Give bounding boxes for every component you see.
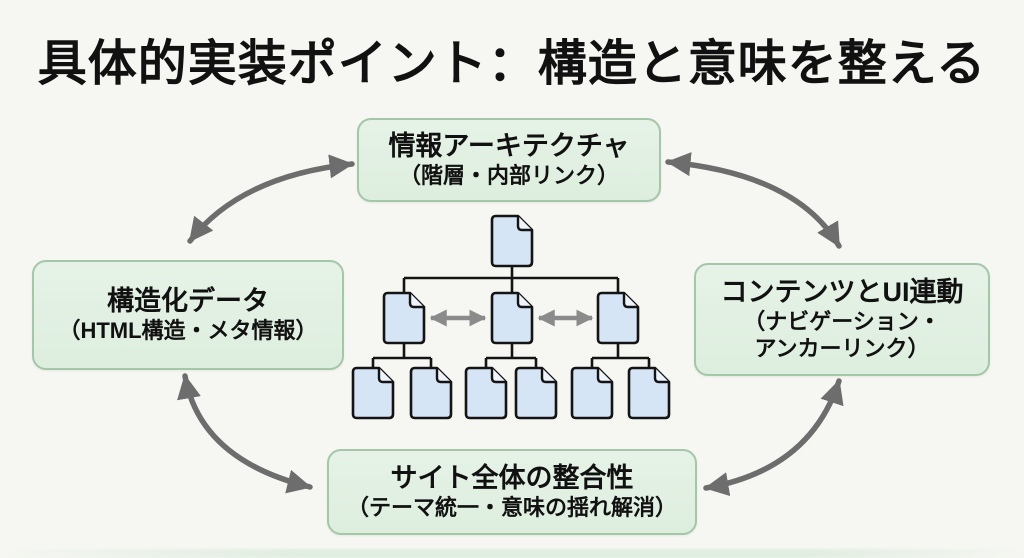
document-icon [490, 214, 534, 268]
node-information-architecture: 情報アーキテクチャ （階層・内部リンク） [357, 118, 661, 202]
node-subtitle: （HTML構造・メタ情報） [58, 318, 318, 344]
bottom-tint-band [0, 549, 1024, 558]
cycle-arrows [177, 152, 844, 497]
node-structured-data: 構造化データ （HTML構造・メタ情報） [32, 260, 344, 370]
slide-title: 具体的実装ポイント：構造と意味を整える [37, 37, 987, 91]
document-icon [464, 366, 508, 420]
document-icons [351, 214, 671, 420]
arrow-top-left [187, 154, 355, 244]
node-title: コンテンツとUI連動 [720, 277, 964, 308]
node-subtitle: アンカーリンク） [754, 335, 930, 361]
node-content-ui-link: コンテンツとUI連動 （ナビゲーション・ アンカーリンク） [694, 263, 990, 376]
node-title: 構造化データ [107, 286, 269, 317]
document-icon [490, 291, 534, 345]
node-title: 情報アーキテクチャ [388, 131, 630, 162]
node-subtitle: （テーマ統一・意味の揺れ解消） [346, 495, 677, 521]
arrow-top-right [665, 152, 842, 249]
document-icon [627, 366, 671, 420]
arrow-bottom-right [703, 378, 844, 497]
document-icon [570, 366, 614, 420]
node-subtitle: （ナビゲーション・ [743, 309, 941, 335]
document-icon [382, 291, 426, 345]
document-icon [409, 366, 453, 420]
arrow-bottom-left [177, 373, 313, 494]
document-icon [596, 291, 640, 345]
tree-connectors [371, 266, 651, 368]
node-title: サイト全体の整合性 [390, 463, 634, 494]
document-icon [351, 366, 395, 420]
node-subtitle: （階層・内部リンク） [398, 163, 619, 189]
document-icon [514, 366, 558, 420]
node-site-consistency: サイト全体の整合性 （テーマ統一・意味の揺れ解消） [327, 449, 697, 535]
